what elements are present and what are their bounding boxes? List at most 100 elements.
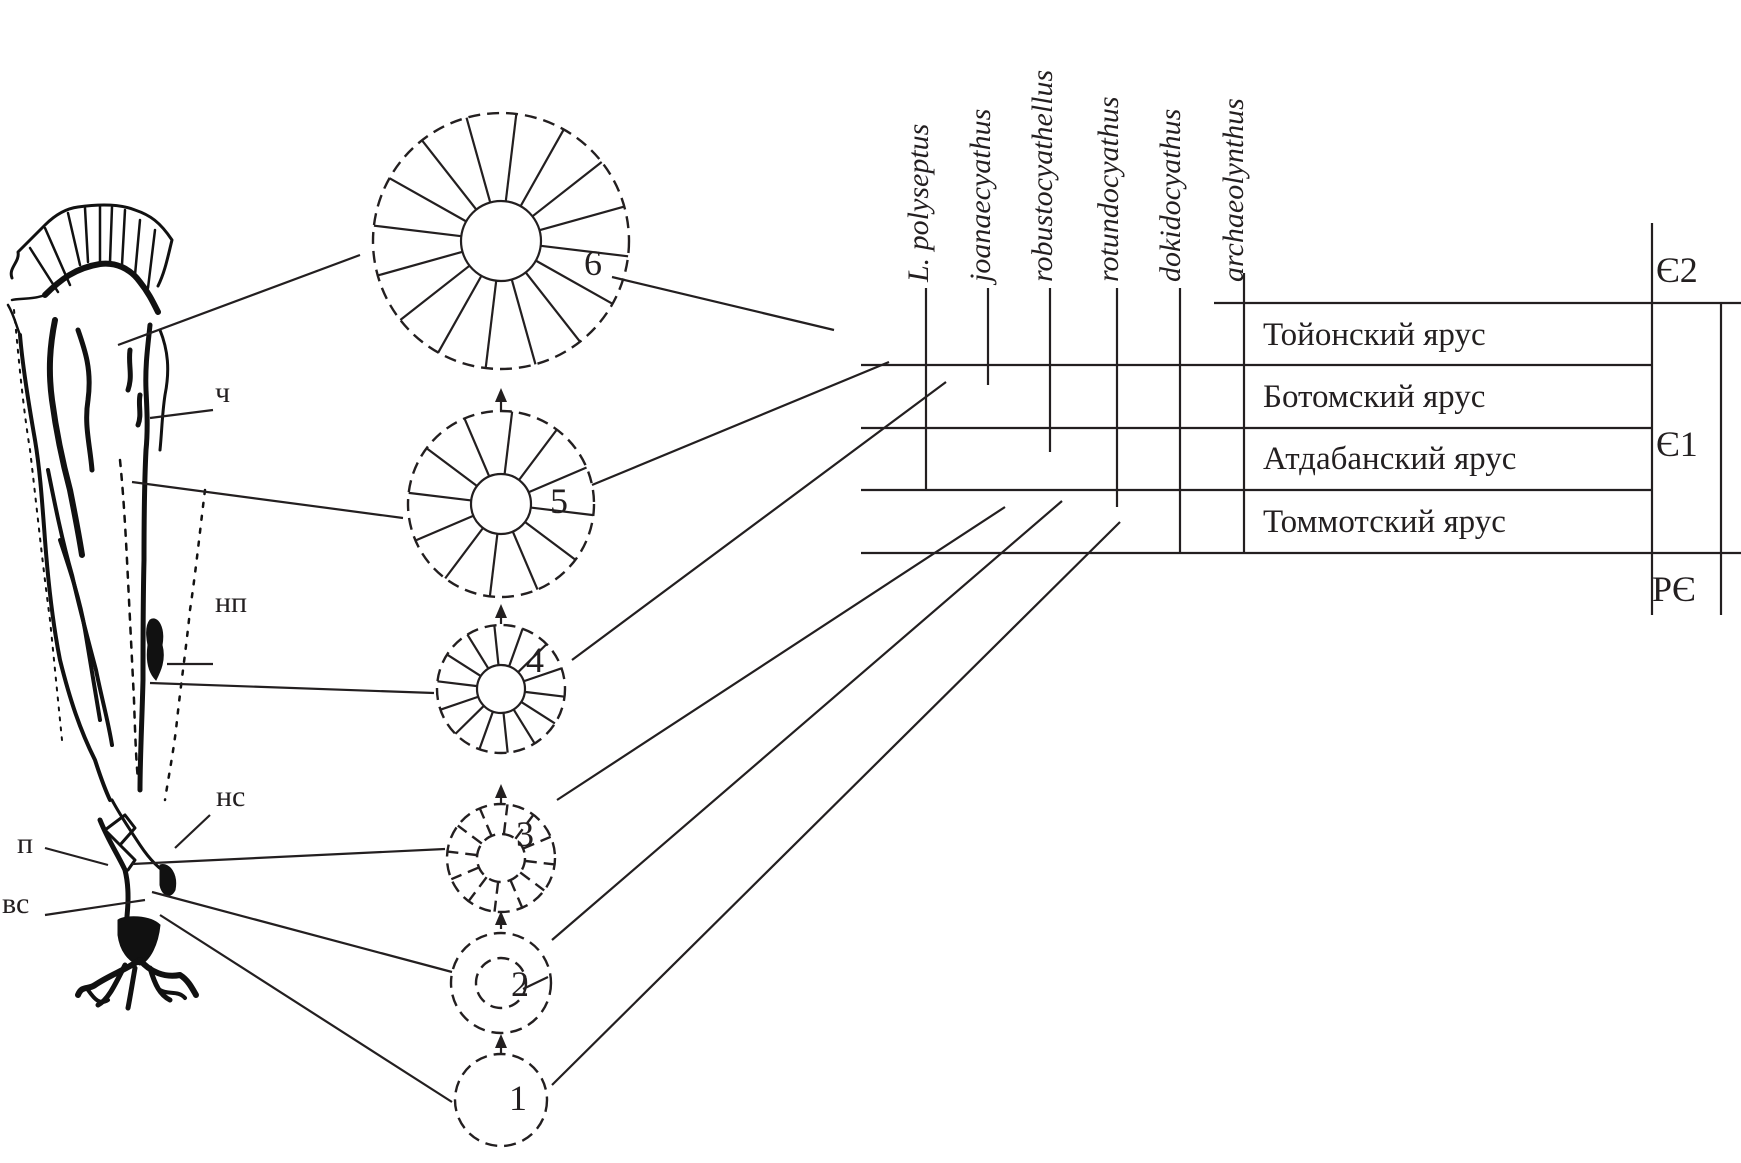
stage-6-septum <box>399 264 471 321</box>
stage-6-septum <box>437 275 483 354</box>
stage-6-septum <box>388 177 467 223</box>
leader-6-to-polyseptus <box>611 275 835 332</box>
stage-6-septum <box>373 224 462 238</box>
stage-5-septum <box>425 447 478 487</box>
stage-4-outer-wall <box>435 623 567 755</box>
stage-3-septum <box>514 814 535 840</box>
stage-5-septum <box>463 418 491 477</box>
ontogeny-stage-1 <box>453 1052 549 1148</box>
stage-5-septum <box>415 514 474 542</box>
stage-1-outer-wall <box>453 1052 549 1148</box>
fossil-labels: ч нп нс п вс <box>2 376 247 920</box>
stage-6-inner-wall <box>459 199 543 283</box>
fossil-label-np: нп <box>215 586 247 619</box>
leader-fossil-to-6 <box>117 253 361 347</box>
leader-fossil-to-3 <box>131 847 446 866</box>
ontogeny-stage-2 <box>449 931 553 1035</box>
ontogeny-stage-3 <box>445 802 557 914</box>
stage-4-inner-wall <box>475 663 527 715</box>
stage-2-inner-wall <box>474 956 528 1010</box>
stage-5-septum <box>528 466 587 494</box>
growth-arrow <box>495 1034 507 1054</box>
stage-3-septum <box>467 876 488 902</box>
stage-6-outer-wall <box>371 111 631 371</box>
stage-number-3: 3 <box>516 814 534 854</box>
stage-5-septum <box>524 521 577 561</box>
period-precambrian: PЄ <box>1652 569 1696 609</box>
stage-numbers: 1 2 3 4 5 6 <box>509 243 602 1118</box>
leader-5-to-joanaecyathus <box>591 360 890 487</box>
stage-number-6: 6 <box>584 243 602 283</box>
stage-3-septum <box>457 824 483 845</box>
stage-4-septum <box>520 701 556 725</box>
leader-fossil-to-1 <box>159 914 453 1103</box>
stage-tommot: Томмотский ярус <box>1263 504 1506 540</box>
stage-2-septum <box>522 976 549 990</box>
fossil-holdfast <box>75 798 199 1011</box>
stage-number-4: 4 <box>526 640 544 680</box>
stage-4-septum <box>524 690 565 698</box>
stage-3-septum <box>522 835 552 850</box>
taxon-l-polyseptus: L. polyseptus <box>902 124 935 283</box>
stage-3-inner-wall <box>475 832 527 884</box>
stage-4-septum <box>466 633 490 670</box>
stage-6-septum <box>510 279 537 365</box>
stage-4-septum <box>454 705 485 735</box>
stage-4-septum <box>440 695 479 711</box>
leader-2-to-dokidocyathus <box>551 500 1063 941</box>
period-labels: Є2 Є1 PЄ <box>1652 250 1698 609</box>
stage-4-septum <box>493 625 500 666</box>
leader-fossil-to-5 <box>131 480 404 520</box>
stage-5-septum <box>444 527 484 580</box>
stage-4-septum <box>502 712 509 753</box>
leader-ch <box>149 408 214 420</box>
stage-5-septum <box>408 491 472 502</box>
leader-fossil-to-4 <box>149 681 435 695</box>
stage-5-septum <box>503 411 514 475</box>
ontogeny-stages <box>371 111 631 1148</box>
growth-arrow <box>495 784 507 803</box>
stage-3-septum <box>509 879 524 909</box>
stage-2-outer-wall <box>449 931 553 1035</box>
stage-6-septum <box>465 117 492 203</box>
stage-6-septum <box>484 280 498 369</box>
taxon-rotundocyathus: rotundocyathus <box>1092 96 1125 282</box>
fossil-label-ch: ч <box>215 376 230 409</box>
stage-3-septum <box>502 804 509 835</box>
stage-6-septum <box>539 205 625 232</box>
fossil-label-p: п <box>17 827 33 860</box>
fossil-label-vs: вс <box>2 887 29 920</box>
stage-6-septum <box>421 139 478 211</box>
stage-number-1: 1 <box>509 1078 527 1118</box>
leader-3-to-rotundocyathus <box>556 506 1006 801</box>
stage-5-outer-wall <box>406 409 596 599</box>
stage-4-septum <box>446 653 482 677</box>
stage-atdaban: Атдабанский ярус <box>1263 441 1516 477</box>
stage-5-septum <box>488 533 499 597</box>
stage-6-septum <box>524 271 581 343</box>
stage-4-septum <box>523 667 562 683</box>
fossil-label-ns: нс <box>216 780 245 813</box>
stage-4-septum <box>517 643 548 673</box>
stage-5-inner-wall <box>469 472 533 536</box>
taxon-headings: L. polyseptus joanaecyathus robustocyath… <box>902 70 1250 286</box>
stage-3-septum <box>524 859 555 866</box>
leader-4-to-robustocyathellus <box>571 381 947 661</box>
stage-3-septum <box>450 866 480 881</box>
stage-6-septum <box>504 113 518 202</box>
fossil-specimen-drawing <box>6 203 207 1011</box>
stage-6-septum <box>531 161 603 218</box>
stage-6-septum <box>377 250 463 277</box>
stage-5-septum <box>518 428 558 481</box>
growth-arrow <box>495 604 507 624</box>
leader-fossil-to-2 <box>151 890 453 974</box>
leader-ns <box>174 814 211 849</box>
stage-3-septum <box>447 850 478 857</box>
stage-5-septum <box>530 506 594 517</box>
period-cambrian-1: Є1 <box>1656 424 1698 464</box>
fossil-to-stage-leaders <box>117 253 453 1103</box>
stage-3-outer-wall <box>445 802 557 914</box>
ontogeny-stage-6 <box>371 111 631 371</box>
stage-4-septum <box>512 708 536 745</box>
